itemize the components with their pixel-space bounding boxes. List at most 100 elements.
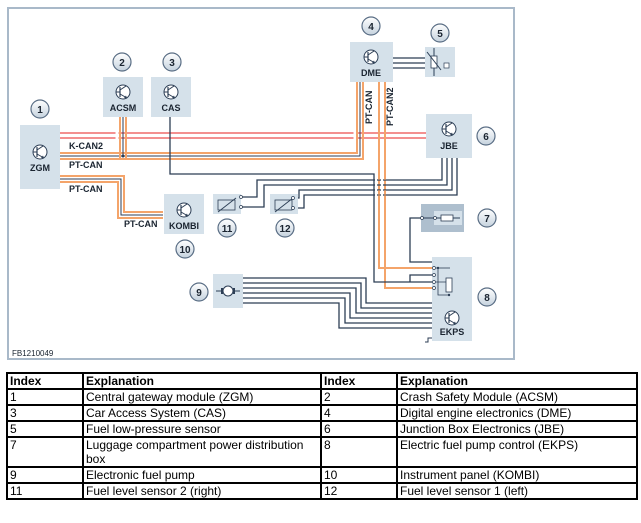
callout-4: 4 <box>361 16 381 36</box>
callout-11: 11 <box>217 218 237 238</box>
svg-text:1: 1 <box>37 105 43 116</box>
cell-index: 9 <box>6 466 84 484</box>
module-dme-label: DME <box>361 68 381 78</box>
module-fuel-level-sensor-2[interactable] <box>213 194 243 214</box>
svg-text:7: 7 <box>484 214 490 225</box>
module-acsm[interactable]: ACSM <box>103 77 143 117</box>
header-explanation-1: Explanation <box>82 372 322 390</box>
cell-explanation: Electric fuel pump control (EKPS) <box>396 436 638 468</box>
module-zgm[interactable]: ZGM <box>20 125 60 189</box>
bus-label-pt-can-2: PT-CAN <box>69 184 103 194</box>
cell-explanation: Fuel low-pressure sensor <box>82 420 322 438</box>
cell-explanation: Instrument panel (KOMBI) <box>396 466 638 484</box>
cell-index: 6 <box>320 420 398 438</box>
cell-explanation: Car Access System (CAS) <box>82 404 322 422</box>
fuse-icon <box>440 214 454 222</box>
pump-wires <box>243 277 432 329</box>
svg-text:4: 4 <box>368 22 374 33</box>
cell-explanation: Central gateway module (ZGM) <box>82 388 322 406</box>
pt-can2-redraw <box>378 178 386 197</box>
ekps-loop-wire <box>409 274 432 282</box>
module-cas[interactable]: CAS <box>151 77 191 117</box>
cell-explanation: Digital engine electronics (DME) <box>396 404 638 422</box>
callout-8: 8 <box>477 287 497 307</box>
cell-index: 5 <box>6 420 84 438</box>
callout-6: 6 <box>476 126 496 146</box>
callout-3: 3 <box>162 52 182 72</box>
variable-resistor-icon <box>274 197 294 213</box>
module-jbe[interactable]: JBE <box>426 114 472 158</box>
module-fuel-pressure-sensor[interactable] <box>425 47 455 77</box>
ground-icon <box>425 337 432 343</box>
cell-index: 4 <box>320 404 398 422</box>
module-ekps-label: EKPS <box>440 327 465 337</box>
module-power-distribution-box[interactable] <box>410 204 464 232</box>
cas-wire <box>169 116 432 283</box>
cell-explanation: Luggage compartment power distribution b… <box>82 436 322 468</box>
cell-index: 10 <box>320 466 398 484</box>
cell-explanation: Electronic fuel pump <box>82 466 322 484</box>
cell-explanation: Fuel level sensor 1 (left) <box>396 482 638 500</box>
svg-text:12: 12 <box>279 224 291 235</box>
wiring-diagram: ZGM ACSM CAS DME JBE <box>12 16 497 358</box>
svg-text:8: 8 <box>484 293 490 304</box>
module-zgm-label: ZGM <box>30 163 50 173</box>
jbe-wires <box>241 158 458 209</box>
bus-label-k-can2: K-CAN2 <box>69 141 103 151</box>
module-fuel-pump[interactable] <box>213 274 243 308</box>
motor-icon <box>216 285 240 297</box>
header-explanation-2: Explanation <box>396 372 638 390</box>
module-cas-label: CAS <box>161 103 180 113</box>
header-index-1: Index <box>6 372 84 390</box>
callout-1: 1 <box>30 99 50 119</box>
module-kombi[interactable]: KOMBI <box>164 194 204 234</box>
module-fuel-level-sensor-1[interactable] <box>270 194 298 214</box>
module-dme[interactable]: DME <box>350 42 393 82</box>
legend-header-row: Index Explanation Index Explanation <box>6 372 638 390</box>
bus-label-pt-can-dme: PT-CAN <box>364 91 374 125</box>
bus-label-pt-can-1: PT-CAN <box>69 160 103 170</box>
header-index-2: Index <box>320 372 398 390</box>
bus-label-pt-can-kombi: PT-CAN <box>124 219 158 229</box>
svg-text:6: 6 <box>483 132 489 143</box>
wire-crossing-gaps <box>375 179 383 196</box>
callout-2: 2 <box>112 52 132 72</box>
bus-label-pt-can2: PT-CAN2 <box>385 87 395 126</box>
variable-resistor-icon <box>217 197 237 213</box>
callout-10: 10 <box>175 239 195 259</box>
resistor-icon <box>445 277 453 293</box>
svg-text:5: 5 <box>437 29 443 40</box>
callout-9: 9 <box>189 282 209 302</box>
callout-12: 12 <box>275 218 295 238</box>
module-ekps[interactable]: EKPS <box>425 257 472 343</box>
cell-index: 7 <box>6 436 84 468</box>
cell-explanation: Junction Box Electronics (JBE) <box>396 420 638 438</box>
cell-index: 11 <box>6 482 84 500</box>
cell-index: 12 <box>320 482 398 500</box>
cell-index: 1 <box>6 388 84 406</box>
svg-text:10: 10 <box>179 245 191 256</box>
svg-text:11: 11 <box>222 224 233 235</box>
module-acsm-label: ACSM <box>110 103 137 113</box>
variable-resistor-icon <box>426 51 442 71</box>
svg-text:2: 2 <box>119 58 125 69</box>
pt-can2-bus <box>378 82 432 289</box>
callout-5: 5 <box>430 23 450 43</box>
cell-index: 2 <box>320 388 398 406</box>
pt-can-bus-kombi <box>60 175 163 219</box>
figure-id: FB1210049 <box>12 349 54 358</box>
pt-can-bus-dme <box>60 82 364 160</box>
callout-7: 7 <box>477 208 497 228</box>
cell-explanation: Fuel level sensor 2 (right) <box>82 482 322 500</box>
svg-text:9: 9 <box>196 288 202 299</box>
cell-index: 3 <box>6 404 84 422</box>
cell-index: 8 <box>320 436 398 468</box>
cell-explanation: Crash Safety Module (ACSM) <box>396 388 638 406</box>
